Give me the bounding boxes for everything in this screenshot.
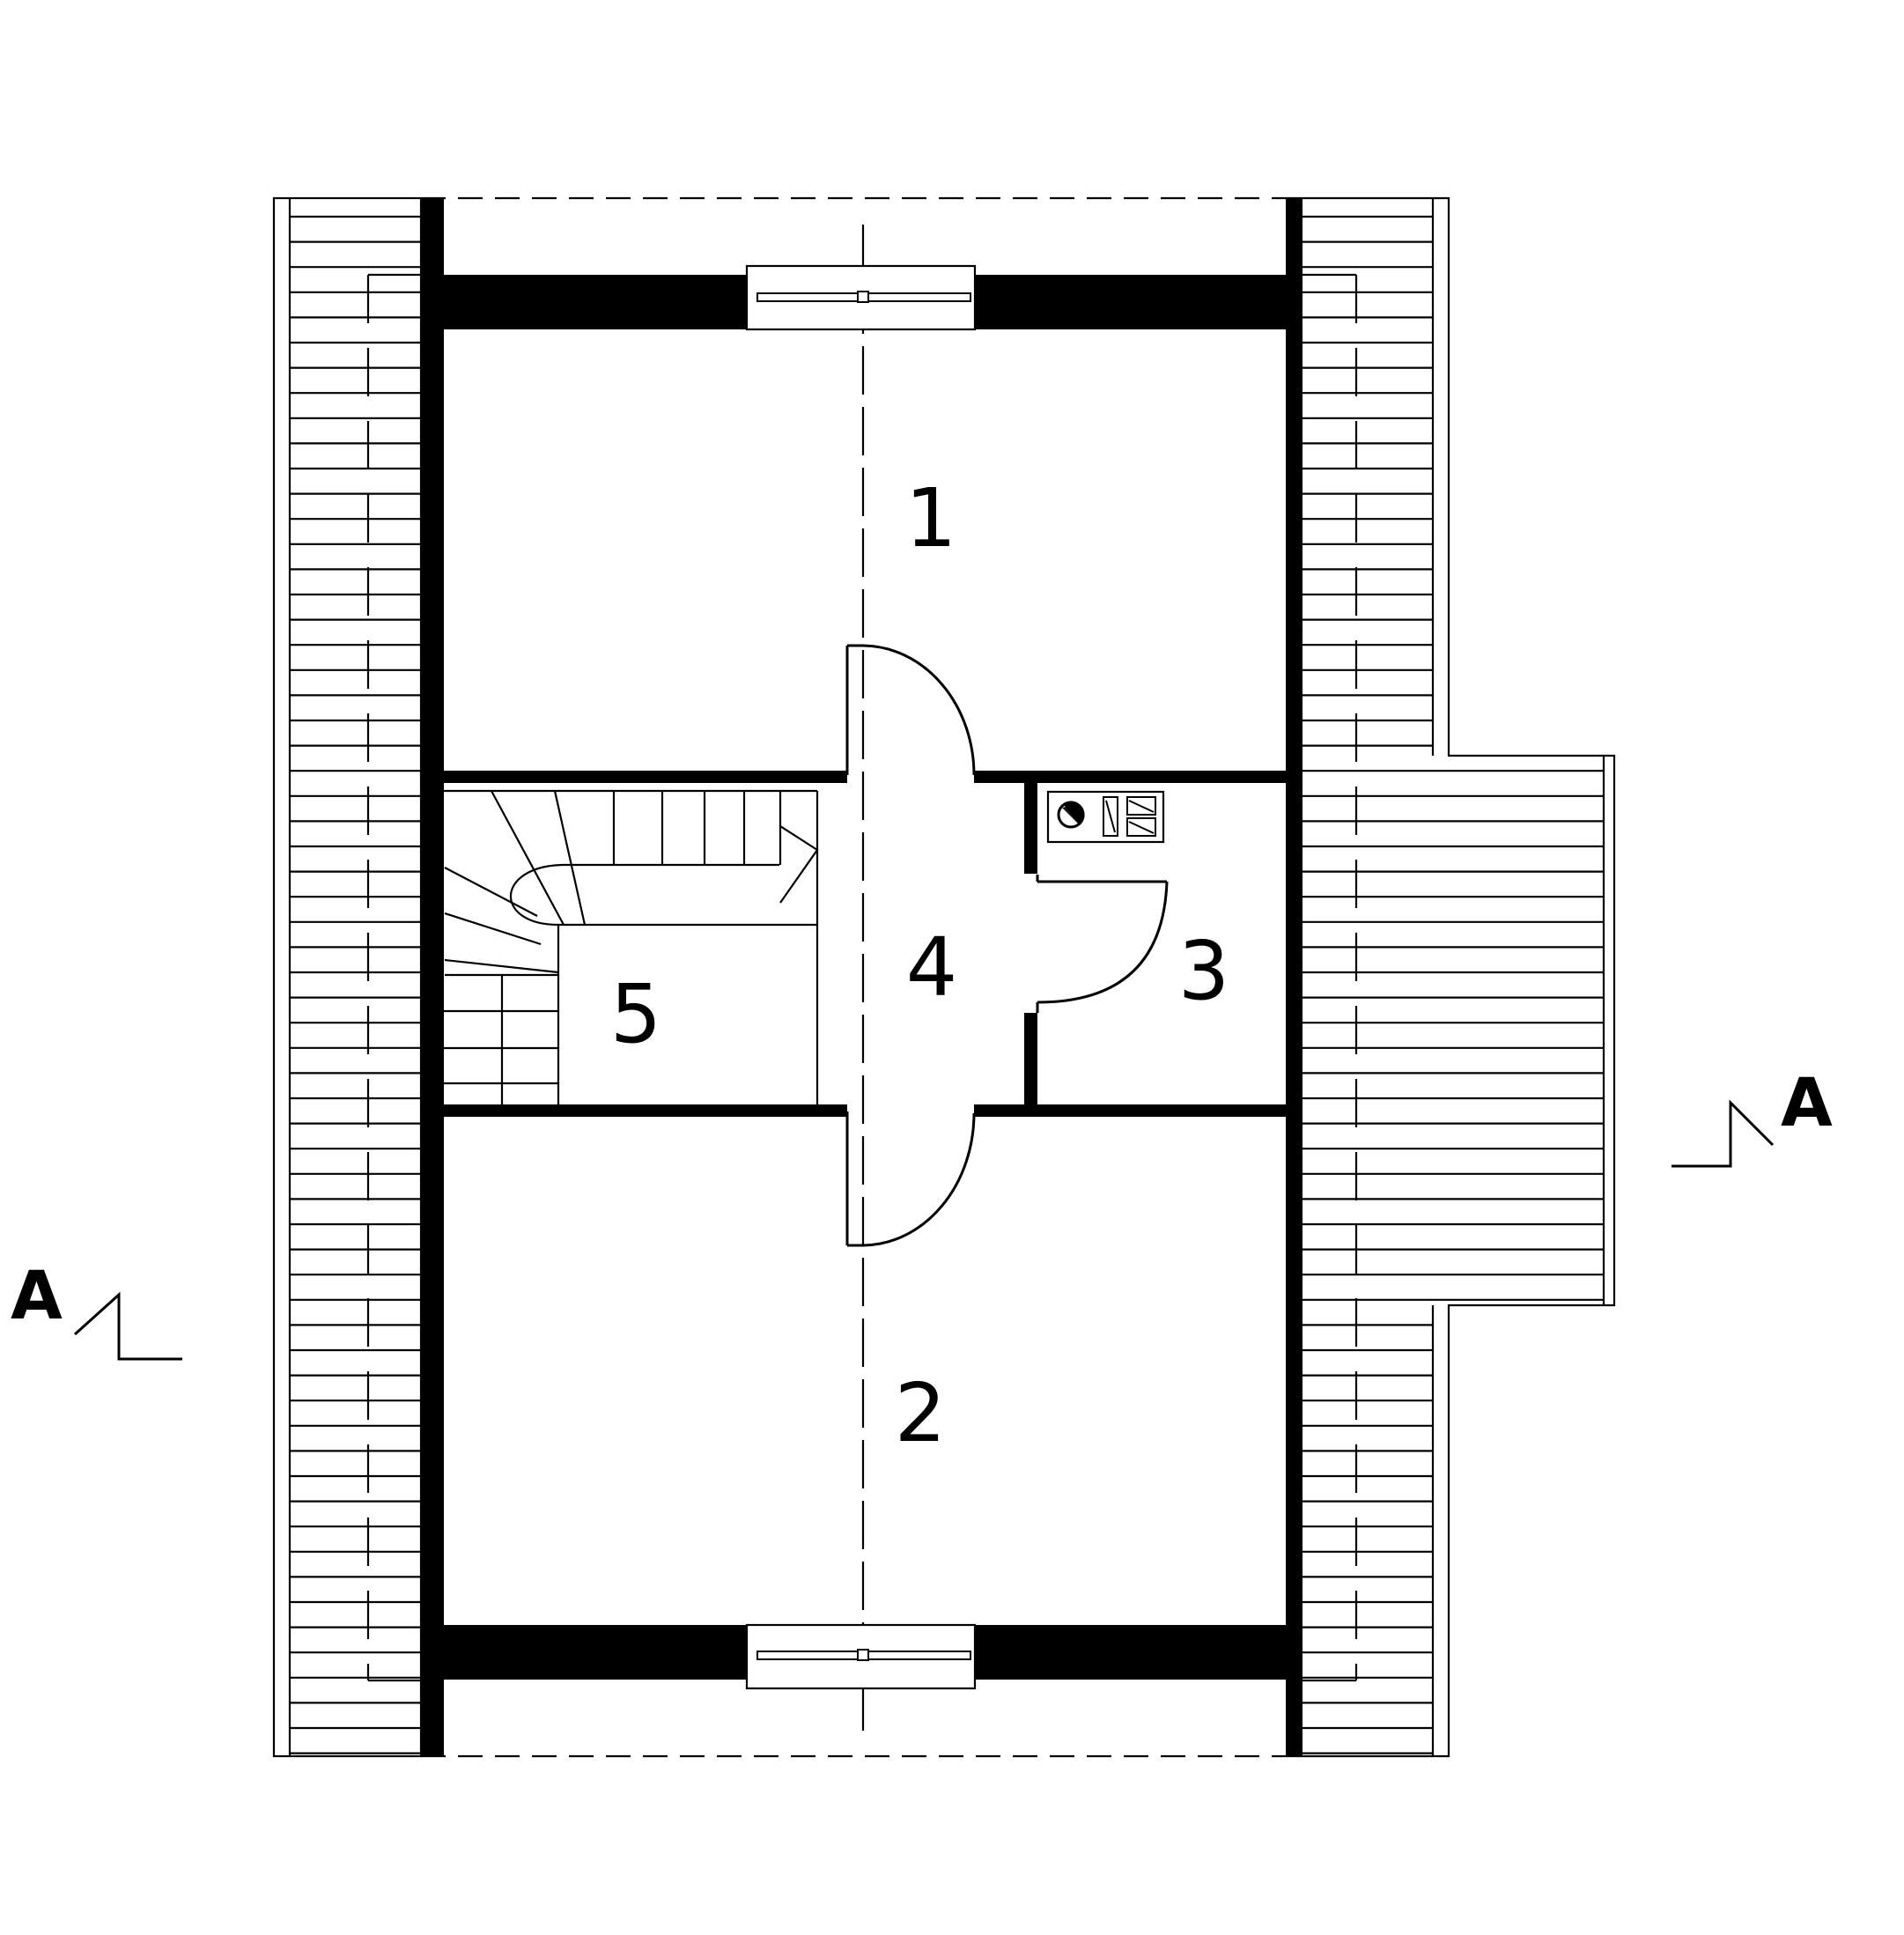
section-label-left: A [11, 1256, 63, 1334]
gable-walls [421, 275, 1303, 1680]
room-label-5: 5 [610, 967, 662, 1061]
door-room-2 [845, 1112, 976, 1247]
stair-tread [553, 790, 587, 926]
left-roof-slope [272, 196, 423, 1758]
door-room-3 [1036, 875, 1169, 1013]
interior-partitions [444, 771, 1286, 1117]
staircase [444, 789, 819, 1104]
roof-outline [421, 196, 1293, 1758]
right-roof-slope [1293, 196, 1616, 1758]
window-top [745, 264, 977, 331]
stair-tread [491, 790, 565, 926]
room-label-4: 4 [906, 920, 958, 1015]
knee-walls [421, 198, 1303, 1756]
section-marker-right: A [1672, 1063, 1833, 1168]
section-marker-left: A [11, 1256, 182, 1361]
room-label-2: 2 [895, 1366, 947, 1460]
room-label-3: 3 [1178, 924, 1230, 1018]
boiler-equipment [1046, 790, 1165, 844]
stair-tread [444, 912, 542, 946]
door-room-1 [845, 644, 976, 776]
room-label-1: 1 [905, 471, 957, 565]
section-label-right: A [1781, 1063, 1833, 1141]
window-bottom [745, 1623, 977, 1690]
stair-tread [444, 867, 538, 917]
stair-tread [444, 958, 559, 974]
